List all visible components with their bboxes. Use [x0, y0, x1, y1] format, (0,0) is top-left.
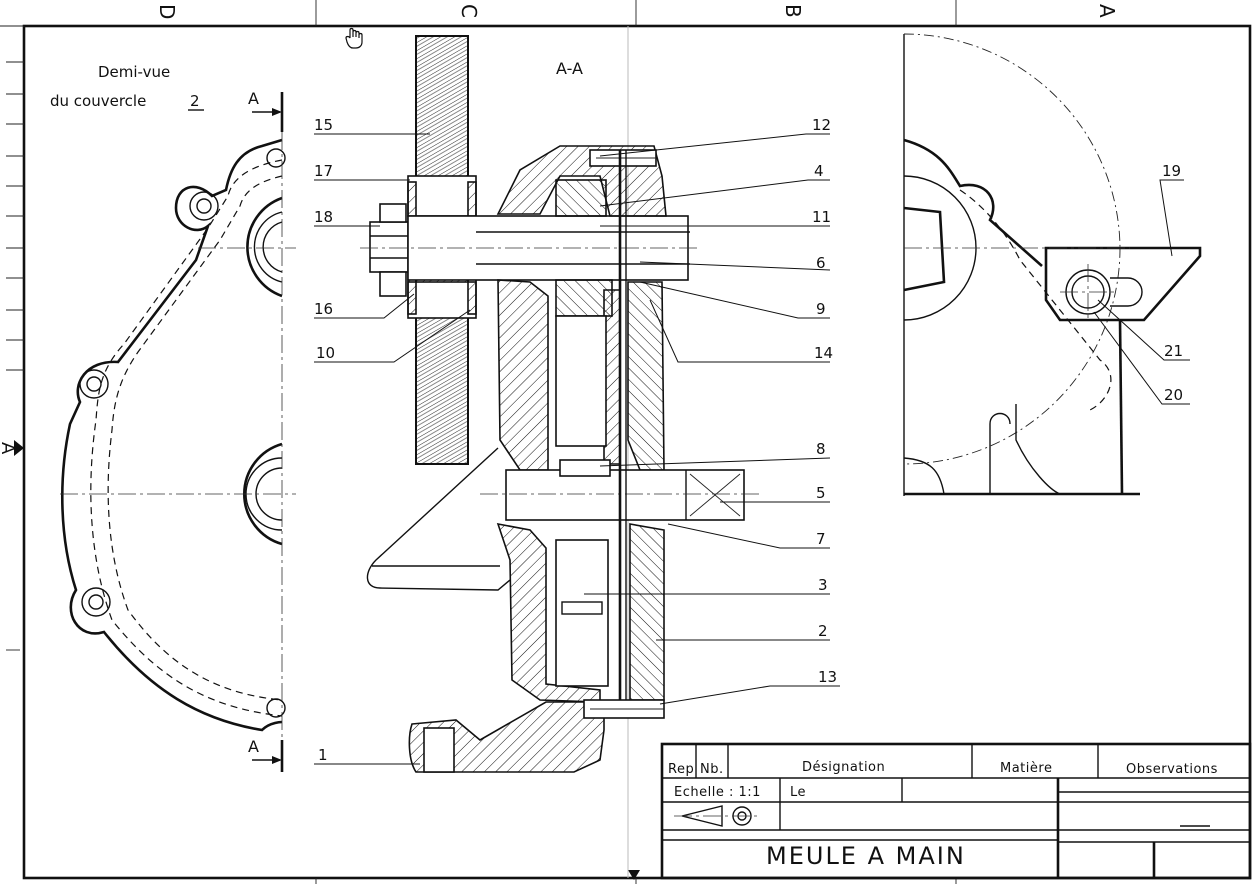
border-letter-b: B: [781, 4, 805, 18]
drawing-title: MEULE A MAIN: [766, 842, 966, 870]
part-numbers: 1 2 3 4 5 6 7 8 9 10 11 12 13 14 15 16 1…: [314, 116, 1183, 764]
part-label-16: 16: [314, 300, 333, 318]
part-label-15: 15: [314, 116, 333, 134]
part-leaders: [314, 133, 1190, 765]
section-title: A-A: [556, 59, 583, 78]
half-view-title-num: 2: [190, 92, 200, 110]
part-label-12: 12: [812, 116, 831, 134]
part-label-21: 21: [1164, 342, 1183, 360]
part-label-5: 5: [816, 484, 826, 502]
section-view-a-a: A-A: [360, 35, 760, 773]
centering-mark-left: [14, 440, 24, 456]
part-label-1: 1: [318, 746, 328, 764]
projection-symbol-icon: [674, 805, 758, 827]
right-partial-view: [903, 33, 1202, 496]
title-block: Rep Nb. Désignation Matière Observations…: [660, 742, 1252, 880]
part-label-9: 9: [816, 300, 826, 318]
date-label: Le: [790, 785, 806, 800]
part-label-17: 17: [314, 162, 333, 180]
col-matiere: Matière: [1000, 761, 1052, 776]
col-designation: Désignation: [802, 760, 885, 775]
half-view-title-line1: Demi-vue: [98, 63, 170, 81]
part-label-3: 3: [818, 576, 828, 594]
centering-mark-bottom: [628, 870, 640, 880]
border-letter-d: D: [155, 4, 179, 19]
border-letter-c: C: [457, 4, 481, 18]
part-label-8: 8: [816, 440, 826, 458]
part-label-11: 11: [812, 208, 831, 226]
col-nb: Nb.: [700, 762, 724, 777]
border-letter-a: A: [1095, 4, 1119, 18]
col-observations: Observations: [1126, 762, 1218, 777]
part-label-20: 20: [1164, 386, 1183, 404]
part-label-18: 18: [314, 208, 333, 226]
part-label-19: 19: [1162, 162, 1181, 180]
border-letter-left-a: A: [0, 442, 18, 455]
part-label-14: 14: [814, 344, 833, 362]
half-view-cover: Demi-vue du couvercle 2 A A: [50, 63, 296, 772]
part-label-4: 4: [814, 162, 824, 180]
scale-label: Echelle : 1:1: [674, 785, 761, 800]
part-label-13: 13: [818, 668, 837, 686]
col-rep: Rep: [668, 762, 694, 777]
part-label-10: 10: [316, 344, 335, 362]
left-scale-ticks: [6, 61, 24, 651]
section-mark-top: A: [248, 89, 259, 108]
half-view-title-line2: du couvercle: [50, 92, 146, 110]
part-label-6: 6: [816, 254, 826, 272]
part-label-2: 2: [818, 622, 828, 640]
part-label-7: 7: [816, 530, 826, 548]
hand-cursor-icon: [345, 27, 363, 49]
section-mark-bottom: A: [248, 737, 259, 756]
